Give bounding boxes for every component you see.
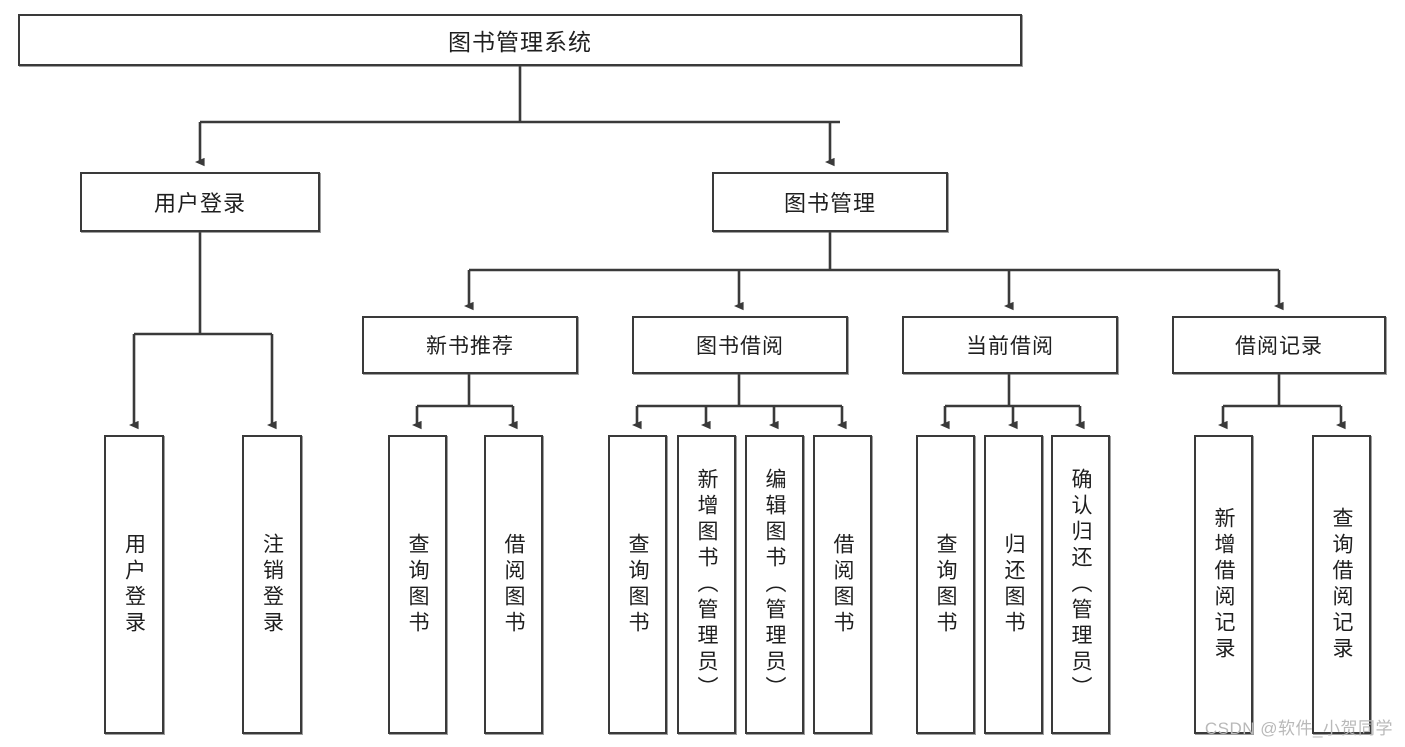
- node-label: 图书借阅: [696, 335, 784, 358]
- node-label: 新增借阅记录: [1212, 506, 1235, 663]
- node-label: 新增图书（管理员）: [695, 467, 718, 702]
- node-label: 用户登录: [122, 532, 146, 637]
- node-borrowing-record[interactable]: 借阅记录: [1172, 316, 1386, 374]
- node-label: 图书管理: [783, 191, 876, 216]
- node-leaf-borrow-book[interactable]: 借阅图书: [813, 435, 872, 734]
- node-book-borrowing[interactable]: 图书借阅: [632, 316, 848, 374]
- node-label: 用户登录: [153, 191, 246, 216]
- node-leaf-edit-book-admin[interactable]: 编辑图书（管理员）: [745, 435, 804, 734]
- node-user-login[interactable]: 用户登录: [80, 172, 320, 232]
- node-leaf-query-borrow-record[interactable]: 查询借阅记录: [1312, 435, 1371, 734]
- node-label: 借阅图书: [831, 532, 854, 637]
- node-leaf-user-logout[interactable]: 注销登录: [242, 435, 302, 734]
- node-leaf-add-borrow-record[interactable]: 新增借阅记录: [1194, 435, 1253, 734]
- node-label: 新书推荐: [426, 335, 514, 358]
- node-label: 查询图书: [406, 532, 429, 637]
- node-label: 查询借阅记录: [1330, 506, 1353, 663]
- node-leaf-add-book-admin[interactable]: 新增图书（管理员）: [677, 435, 736, 734]
- node-leaf-confirm-return-admin[interactable]: 确认归还（管理员）: [1051, 435, 1110, 734]
- node-root-system[interactable]: 图书管理系统: [18, 14, 1022, 66]
- node-label: 查询图书: [934, 532, 957, 637]
- node-label: 注销登录: [260, 532, 284, 637]
- node-book-management[interactable]: 图书管理: [712, 172, 948, 232]
- node-label: 借阅图书: [502, 532, 525, 637]
- node-leaf-query-book-borrow[interactable]: 查询图书: [608, 435, 667, 734]
- node-leaf-query-book-current[interactable]: 查询图书: [916, 435, 975, 734]
- node-new-book-recommendation[interactable]: 新书推荐: [362, 316, 578, 374]
- node-leaf-borrow-book-new[interactable]: 借阅图书: [484, 435, 543, 734]
- node-label: 借阅记录: [1235, 335, 1323, 358]
- node-label: 确认归还（管理员）: [1069, 467, 1092, 702]
- node-leaf-return-book[interactable]: 归还图书: [984, 435, 1043, 734]
- node-leaf-user-login[interactable]: 用户登录: [104, 435, 164, 734]
- csdn-watermark: CSDN @软件_小贺同学: [1204, 719, 1393, 738]
- node-label: 当前借阅: [966, 335, 1054, 358]
- node-current-borrowing[interactable]: 当前借阅: [902, 316, 1118, 374]
- node-label: 编辑图书（管理员）: [763, 467, 786, 702]
- node-label: 查询图书: [626, 532, 649, 637]
- node-label: 归还图书: [1002, 532, 1025, 637]
- node-label: 图书管理系统: [448, 29, 592, 55]
- node-leaf-query-book-new[interactable]: 查询图书: [388, 435, 447, 734]
